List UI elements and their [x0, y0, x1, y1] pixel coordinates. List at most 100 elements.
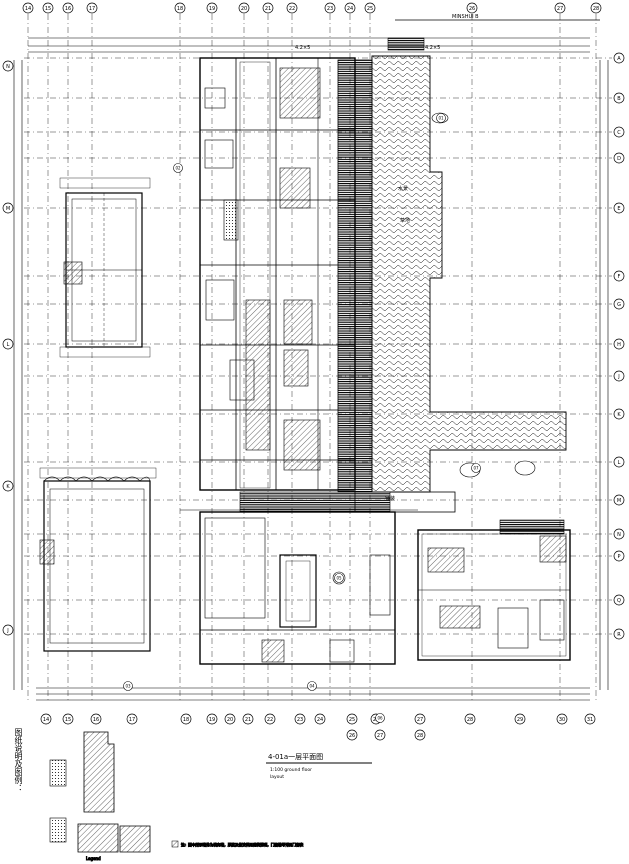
grid-bubble-bottom: 25	[346, 713, 358, 725]
svg-text:B: B	[617, 96, 621, 102]
hatch-label-water: 水景	[398, 185, 408, 192]
grid-bubble-top: 27	[554, 2, 566, 14]
grid-bubble-right: K	[613, 408, 625, 420]
room-tag: 06	[375, 713, 385, 723]
svg-text:20: 20	[227, 717, 233, 723]
svg-text:27: 27	[557, 6, 563, 12]
svg-text:C: C	[617, 130, 621, 136]
terrace	[180, 491, 456, 513]
grid-bubble-right: Q	[613, 594, 625, 606]
svg-text:16: 16	[93, 717, 99, 723]
svg-text:22: 22	[267, 717, 273, 723]
main-building-south	[199, 491, 396, 665]
svg-text:27: 27	[377, 733, 383, 739]
top-banner-text: MINSHUI B	[452, 14, 479, 20]
grid-bubble-bottom: 28	[414, 729, 426, 741]
grid-bubble-bottom: 18	[180, 713, 192, 725]
dim-top-small-2: 4.2×5	[425, 45, 440, 51]
grid-bubble-bottom: 15	[62, 713, 74, 725]
svg-text:J: J	[6, 628, 8, 634]
svg-text:25: 25	[349, 717, 355, 723]
grid-bubble-right: D	[613, 152, 625, 164]
grid-bubble-right: N	[613, 528, 625, 540]
grid-bubble-right: E	[613, 202, 625, 214]
grid-bubble-top: 17	[86, 2, 98, 14]
svg-text:24: 24	[317, 717, 323, 723]
svg-text:03: 03	[125, 684, 131, 689]
grid-bubble-right: M	[613, 494, 625, 506]
svg-text:22: 22	[289, 6, 295, 12]
east-annex	[417, 519, 571, 661]
grid-bubble-bottom: 28	[464, 713, 476, 725]
grid-bubble-bottom: 21	[242, 713, 254, 725]
svg-text:Q: Q	[617, 598, 621, 604]
svg-text:14: 14	[43, 717, 49, 723]
grid-bubble-top: 16	[62, 2, 74, 14]
grid-bubble-top: 19	[206, 2, 218, 14]
grid-bubble-right: L	[613, 456, 625, 468]
svg-text:N: N	[617, 532, 621, 538]
hatch-label-grass: 草地	[400, 217, 410, 224]
svg-text:P: P	[617, 554, 620, 560]
room-tag: 02	[173, 163, 183, 173]
svg-text:M: M	[6, 206, 10, 212]
svg-text:23: 23	[327, 6, 333, 12]
svg-text:24: 24	[347, 6, 353, 12]
svg-text:A: A	[617, 56, 621, 62]
dimension-frame	[13, 37, 609, 701]
grid-bubble-bottom: 24	[314, 713, 326, 725]
grid-bubbles-bottom: 1415161718192021222324252627282930312627…	[40, 713, 596, 741]
grid-bubble-right: C	[613, 126, 625, 138]
key-plan: Legend 注：图中所示墙体为填充墙，厚度及做法详见建筑说明，门窗编号详见门窗…	[49, 731, 304, 862]
drawing-title: 4-01a一层平面图 1:100 ground floor layout	[266, 753, 372, 780]
grid-bubble-bottom: 30	[556, 713, 568, 725]
grid-bubble-top: 22	[286, 2, 298, 14]
svg-text:07: 07	[473, 466, 479, 471]
svg-text:R: R	[617, 632, 621, 638]
grid-bubble-top: 26	[466, 2, 478, 14]
left-vertical-note: 图纸说明及图例：	[14, 728, 23, 792]
svg-text:28: 28	[467, 717, 473, 723]
grid-bubble-right: J	[613, 370, 625, 382]
grid-bubble-top: 25	[364, 2, 376, 14]
grid-bubble-right: P	[613, 550, 625, 562]
svg-text:01: 01	[438, 116, 444, 121]
grid-bubble-left: M	[2, 202, 14, 214]
grid-bubble-bottom: 27	[414, 713, 426, 725]
svg-text:15: 15	[45, 6, 51, 12]
grid-bubble-bottom: 17	[126, 713, 138, 725]
svg-text:H: H	[617, 342, 621, 348]
grid-bubble-left: L	[2, 338, 14, 350]
grid-bubble-right: H	[613, 338, 625, 350]
svg-text:15: 15	[65, 717, 71, 723]
subtitle-text: 1:100 ground floor	[270, 767, 312, 773]
svg-text:26: 26	[349, 733, 355, 739]
svg-text:19: 19	[209, 717, 215, 723]
svg-text:31: 31	[587, 717, 593, 723]
grid-bubble-bottom: 29	[514, 713, 526, 725]
grid-bubble-top: 14	[22, 2, 34, 14]
svg-text:16: 16	[65, 6, 71, 12]
grid-bubble-bottom: 22	[264, 713, 276, 725]
grid-bubble-top: 20	[238, 2, 250, 14]
svg-text:E: E	[617, 206, 620, 212]
svg-text:J: J	[617, 374, 619, 380]
grid-bubble-bottom: 16	[90, 713, 102, 725]
grid-bubbles-left: N M L K J	[2, 60, 14, 636]
title-text: 4-01a一层平面图	[268, 753, 323, 761]
svg-text:06: 06	[377, 716, 383, 721]
svg-text:K: K	[6, 484, 10, 490]
room-tag: 05	[334, 573, 344, 583]
svg-text:30: 30	[559, 717, 565, 723]
svg-text:25: 25	[367, 6, 373, 12]
svg-text:N: N	[6, 64, 10, 70]
top-banner: MINSHUI B 4.2×5 4.2×5	[295, 14, 600, 51]
grid-bubble-bottom: 19	[206, 713, 218, 725]
svg-text:26: 26	[469, 6, 475, 12]
water-feature	[371, 55, 567, 493]
svg-text:F: F	[618, 274, 621, 280]
svg-text:20: 20	[241, 6, 247, 12]
